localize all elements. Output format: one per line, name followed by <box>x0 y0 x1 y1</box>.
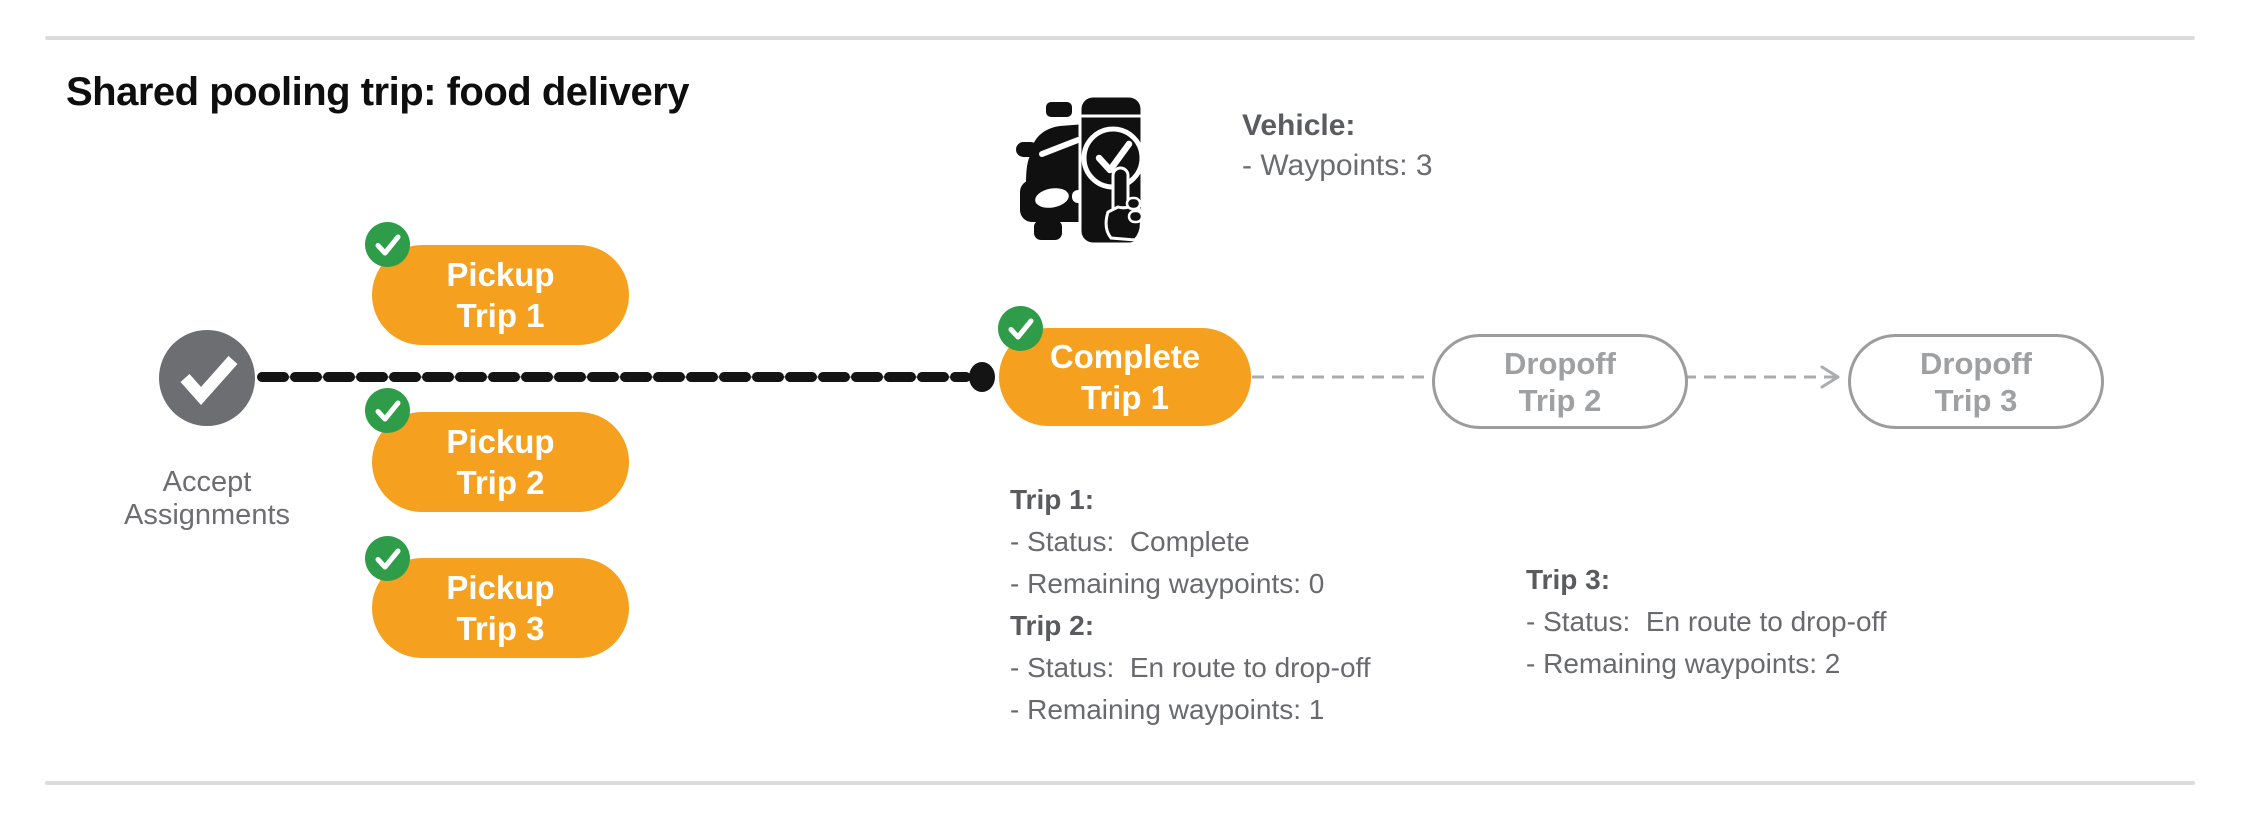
trip-2-status: - Status: En route to drop-off <box>1010 652 1371 683</box>
trip-3-status: - Status: En route to drop-off <box>1526 606 1887 637</box>
node-pickup-trip-3: Pickup Trip 3 <box>372 558 629 658</box>
trip-2-heading: Trip 2: <box>1010 610 1095 641</box>
pill-label-line: Trip 3 <box>456 610 545 647</box>
trip-1-status: - Status: Complete <box>1010 526 1250 557</box>
node-pickup-trip-1: Pickup Trip 1 <box>372 245 629 345</box>
check-icon <box>159 328 255 429</box>
check-icon <box>365 222 410 267</box>
trip-1-heading: Trip 1: <box>1010 484 1095 515</box>
vehicle-label: Vehicle: <box>1242 109 1356 142</box>
check-icon <box>365 388 410 433</box>
pill-label-line: Pickup <box>446 256 555 293</box>
trip-3-heading: Trip 3: <box>1526 564 1611 595</box>
pill-label-line: Trip 1 <box>1080 379 1170 416</box>
pill-label-line: Dropoff <box>1504 345 1616 381</box>
pill-label-line: Pickup <box>446 569 555 606</box>
check-icon <box>998 306 1043 351</box>
vehicle-info: Vehicle: - Waypoints: 3 <box>1242 106 1433 186</box>
vehicle-waypoints: - Waypoints: 3 <box>1242 149 1433 182</box>
node-dropoff-trip-2: Dropoff Trip 2 <box>1432 334 1688 429</box>
trip-status-right: Trip 3: - Status: En route to drop-off -… <box>1526 559 1887 685</box>
check-icon <box>365 536 410 581</box>
bottom-divider <box>45 781 2195 785</box>
pill-label-line: Trip 1 <box>456 297 545 334</box>
pill-label-line: Trip 3 <box>1934 382 2018 418</box>
accept-label-line1: Accept <box>162 466 252 498</box>
pill-label-line: Dropoff <box>1920 345 2032 381</box>
page-title: Shared pooling trip: food delivery <box>66 70 690 114</box>
pill-label-line: Trip 2 <box>1518 382 1602 418</box>
node-complete-trip-1: Complete Trip 1 <box>999 328 1251 426</box>
pill-label-line: Pickup <box>446 423 555 460</box>
accept-label-line2: Assignments <box>123 499 290 531</box>
pill-label-line: Complete <box>1049 338 1201 375</box>
node-pickup-trip-2: Pickup Trip 2 <box>372 412 629 512</box>
trip-status-left: Trip 1: - Status: Complete - Remaining w… <box>1010 479 1371 731</box>
top-divider <box>45 36 2195 40</box>
node-accept-assignments <box>159 330 255 426</box>
trip-2-waypoints: - Remaining waypoints: 1 <box>1010 694 1325 725</box>
node-dropoff-trip-3: Dropoff Trip 3 <box>1848 334 2104 429</box>
pill-label-line: Trip 2 <box>456 464 545 501</box>
vehicle-phone-check-icon <box>1016 92 1148 250</box>
trip-3-waypoints: - Remaining waypoints: 2 <box>1526 648 1841 679</box>
trip-1-waypoints: - Remaining waypoints: 0 <box>1010 568 1325 599</box>
accept-assignments-label: Accept Assignments <box>57 466 357 532</box>
